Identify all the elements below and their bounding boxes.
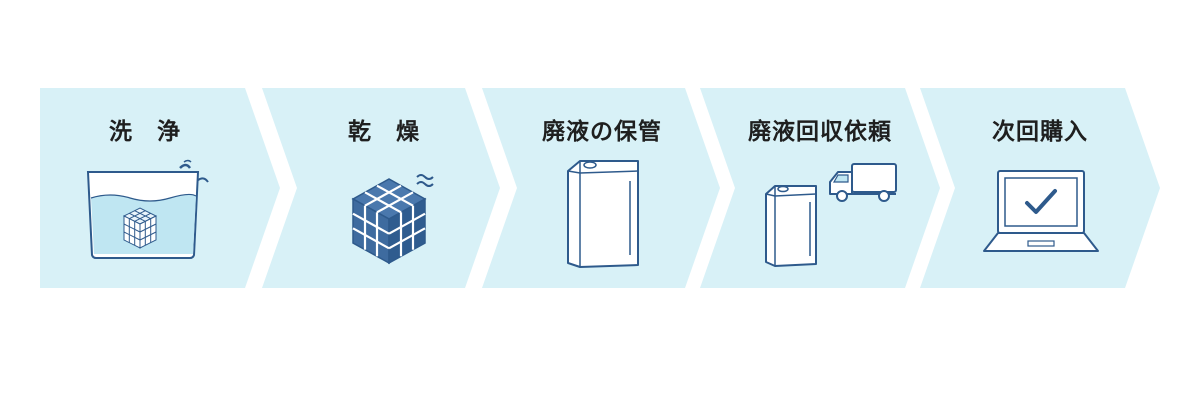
step-label-purchase: 次回購入 — [992, 119, 1088, 145]
step-label-storage: 廃液の保管 — [542, 119, 662, 145]
chevron-step-4 — [700, 88, 940, 288]
step-label-wash: 洗 浄 — [109, 119, 181, 145]
canister-icon — [567, 160, 639, 268]
step-label-collection: 廃液回収依頼 — [748, 119, 892, 145]
canister-truck-icon — [765, 163, 897, 267]
check-icon — [1025, 189, 1057, 214]
laptop-check-icon — [983, 170, 1099, 252]
drying-cube-icon — [351, 174, 434, 265]
wash-basin-icon — [86, 159, 209, 259]
truck-icon — [829, 163, 897, 202]
step-label-dry: 乾 燥 — [348, 119, 420, 145]
